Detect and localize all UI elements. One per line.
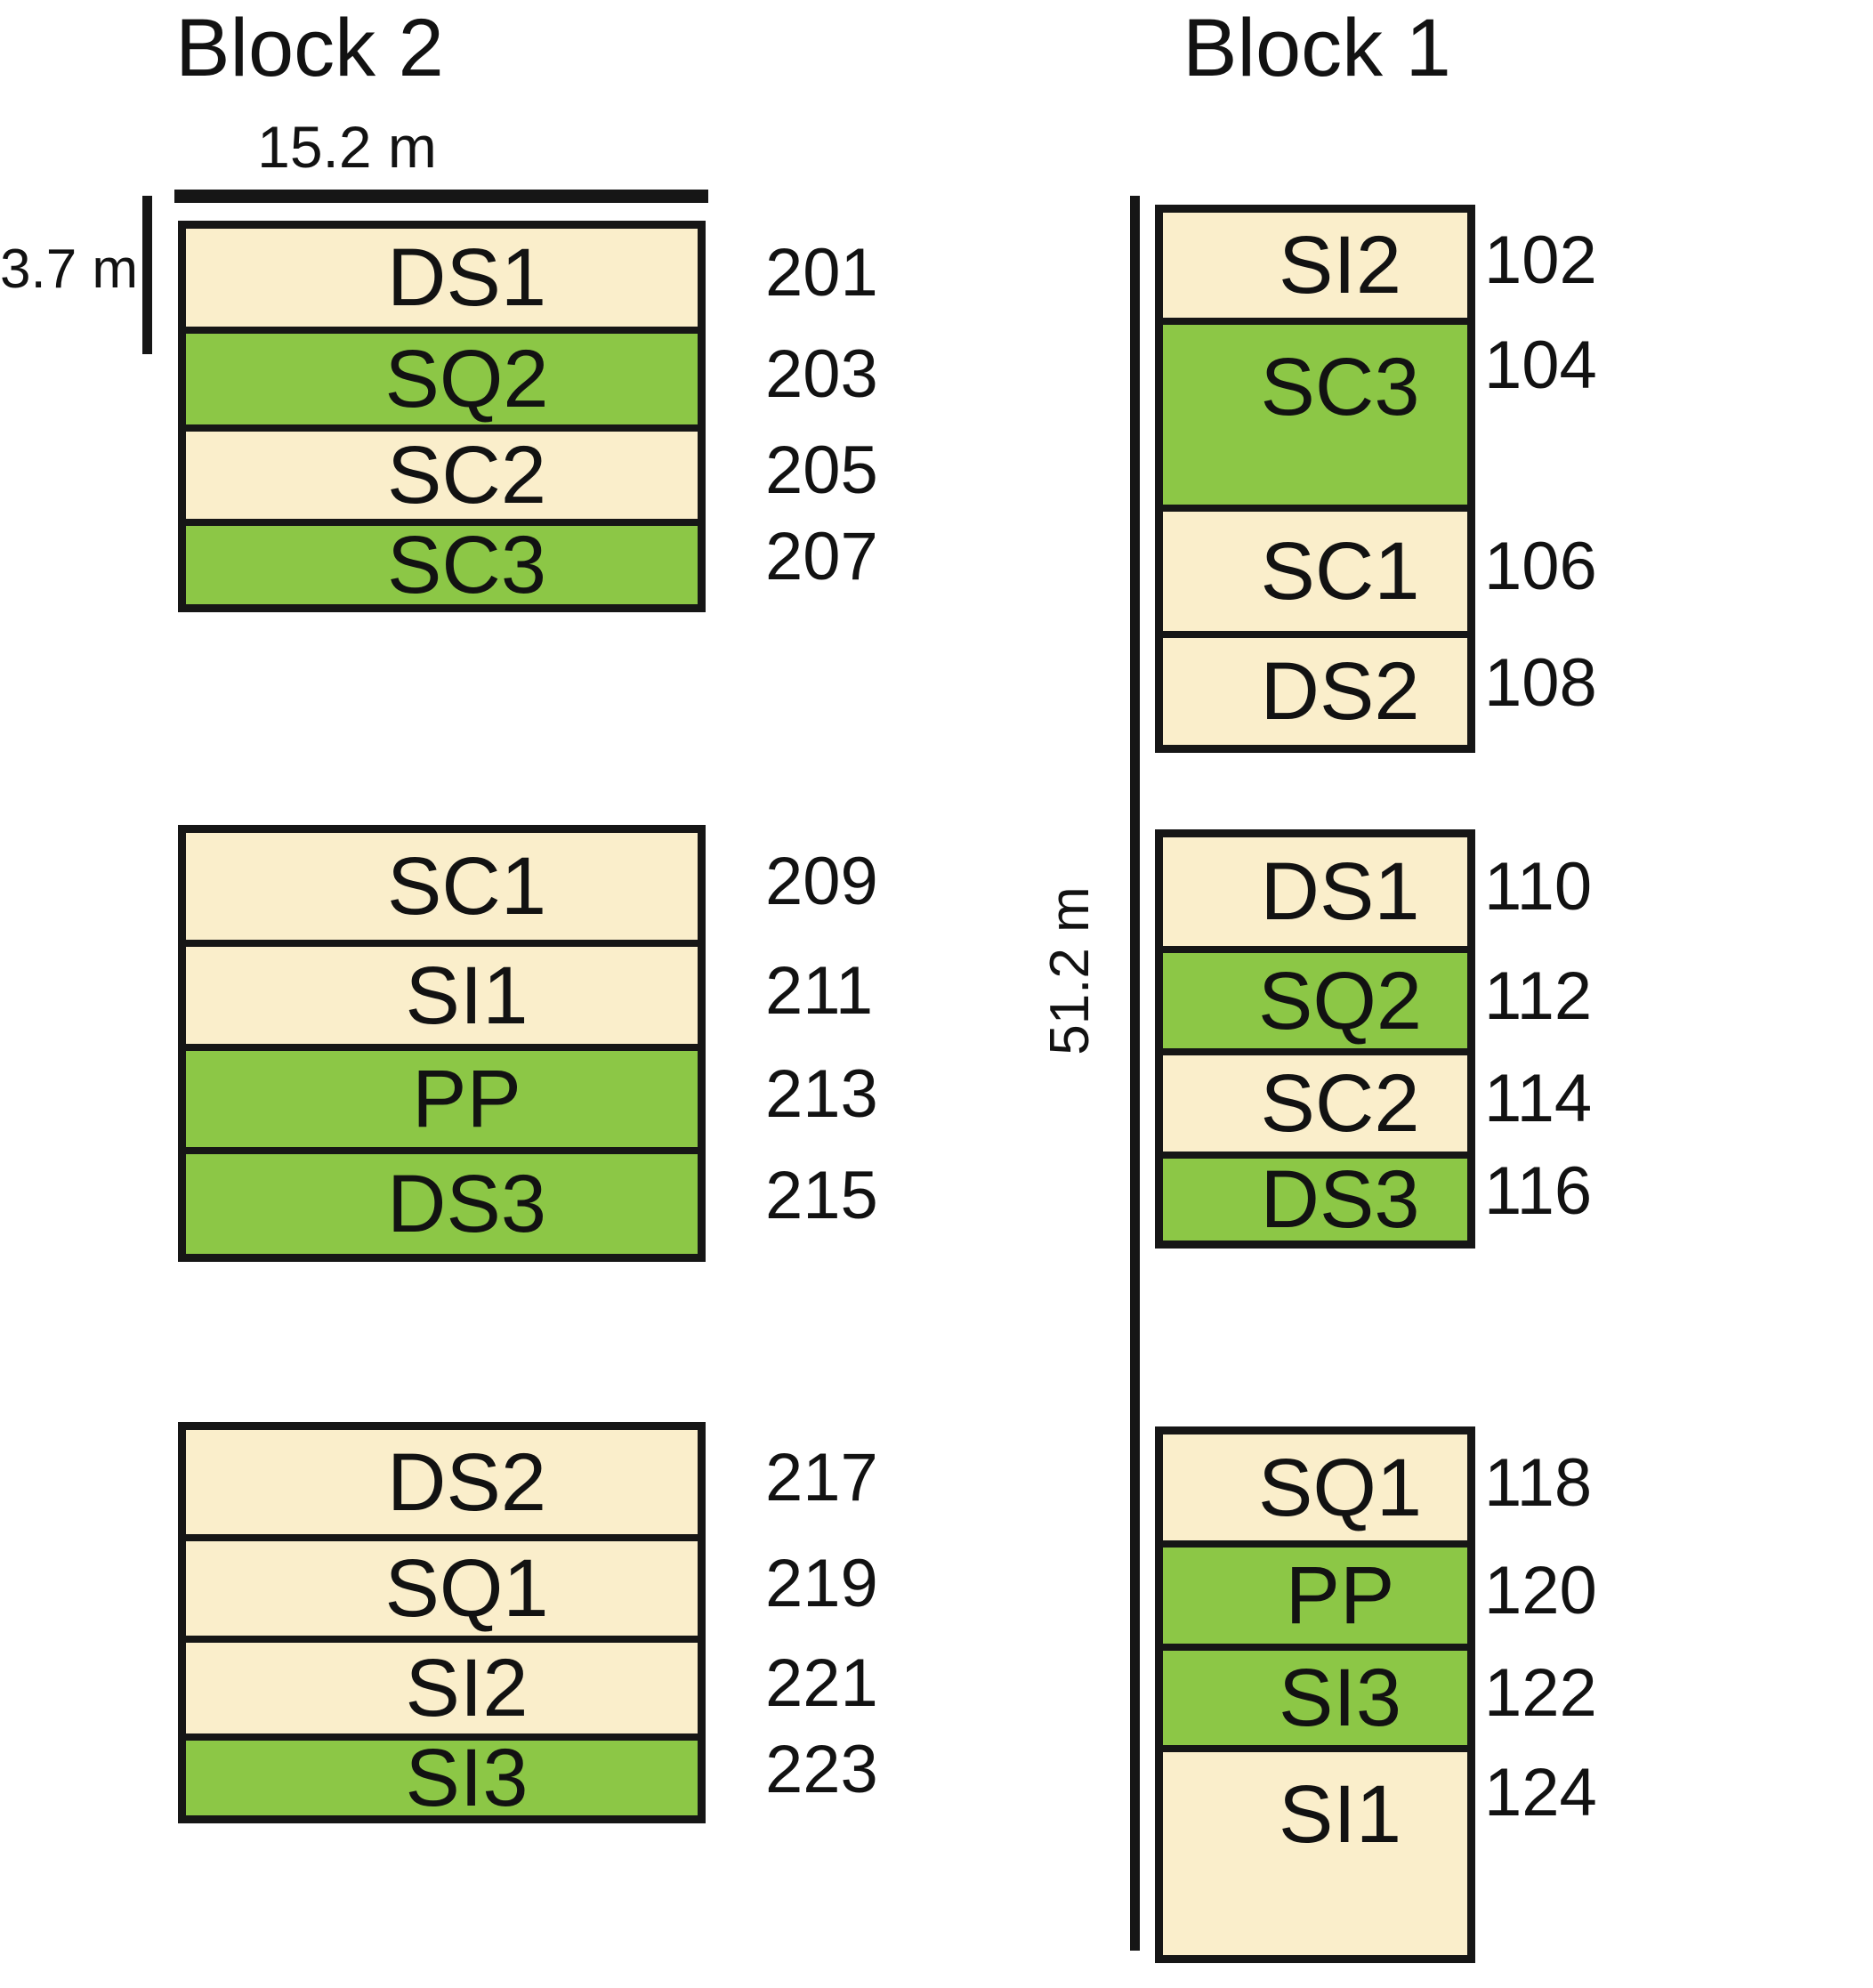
plot-code-label: DS2: [1260, 646, 1420, 737]
plot-number-211: 211: [765, 953, 874, 1029]
plot-row-sq1: SQ1: [1163, 1434, 1467, 1548]
plot-number-221: 221: [765, 1645, 878, 1721]
plot-row-pp: PP: [186, 1051, 698, 1154]
plot-number-217: 217: [765, 1440, 878, 1515]
plot-row-sc3: SC3: [1163, 325, 1467, 512]
plot-row-sc3: SC3: [186, 520, 698, 610]
plot-number-124: 124: [1484, 1755, 1597, 1830]
plot-code-label: SC2: [387, 430, 546, 521]
plot-code-label: PP: [412, 1054, 521, 1144]
plot-code-label: SI1: [1278, 1769, 1402, 1860]
plot-row-si3: SI3: [186, 1737, 698, 1819]
block-1-length-label: 51.2 m: [1039, 886, 1101, 1055]
plot-code-label: SC1: [1260, 526, 1420, 617]
plot-row-sq1: SQ1: [186, 1541, 698, 1643]
plot-row-sc2: SC2: [1163, 1055, 1467, 1159]
plot-number-205: 205: [765, 432, 878, 508]
plot-row-si3: SI3: [1163, 1651, 1467, 1752]
plot-code-label: DS3: [387, 1159, 546, 1249]
plot-number-223: 223: [765, 1732, 878, 1807]
plot-row-ds2: DS2: [186, 1430, 698, 1541]
plot-code-label: SQ1: [1257, 1442, 1423, 1533]
plot-number-203: 203: [765, 336, 878, 412]
plot-number-108: 108: [1484, 645, 1597, 721]
plot-code-label: DS3: [1260, 1154, 1420, 1245]
plot-code-label: SQ2: [1257, 955, 1423, 1047]
plot-row-sq2: SQ2: [186, 334, 698, 432]
plot-number-207: 207: [765, 519, 878, 594]
plot-code-label: SC1: [387, 841, 546, 932]
plot-code-label: SI3: [405, 1733, 529, 1823]
plot-code-label: SQ2: [384, 334, 549, 424]
plot-code-label: SC2: [1260, 1058, 1420, 1149]
plot-number-118: 118: [1484, 1445, 1593, 1521]
plot-row-si1: SI1: [1163, 1752, 1467, 1955]
plot-number-110: 110: [1484, 849, 1593, 925]
plot-row-ds3: DS3: [1163, 1159, 1467, 1240]
plot-number-116: 116: [1484, 1153, 1593, 1229]
plot-code-label: DS1: [387, 232, 546, 323]
plot-code-label: DS1: [1260, 846, 1420, 937]
plot-row-ds3: DS3: [186, 1154, 698, 1254]
plot-code-label: DS2: [387, 1436, 546, 1528]
plot-number-102: 102: [1484, 222, 1597, 298]
block-2-width-scale-bar: [174, 190, 708, 203]
plot-number-201: 201: [765, 235, 878, 311]
plot-row-sc2: SC2: [186, 432, 698, 526]
plot-number-114: 114: [1484, 1061, 1593, 1136]
plot-number-213: 213: [765, 1056, 878, 1132]
plot-row-si2: SI2: [186, 1643, 698, 1741]
block-2-width-label: 15.2 m: [257, 114, 437, 180]
plot-code-label: SI2: [405, 1643, 529, 1733]
plot-code-label: SI3: [1278, 1653, 1402, 1743]
plot-row-ds2: DS2: [1163, 638, 1467, 745]
block-2-height-scale-tick: [142, 196, 152, 354]
plot-row-sq2: SQ2: [1163, 953, 1467, 1055]
block-1-length-scale-line: [1130, 196, 1140, 1951]
plot-row-ds1: DS1: [186, 229, 698, 334]
plot-number-215: 215: [765, 1158, 878, 1233]
plot-row-pp: PP: [1163, 1548, 1467, 1651]
plot-number-209: 209: [765, 844, 878, 919]
plot-number-104: 104: [1484, 327, 1597, 403]
plot-row-si2: SI2: [1163, 213, 1467, 325]
block-2-title: Block 2: [175, 3, 444, 93]
plot-code-label: SI1: [405, 950, 529, 1041]
plot-row-sc1: SC1: [186, 833, 698, 947]
plot-code-label: PP: [1285, 1550, 1395, 1641]
plot-number-120: 120: [1484, 1553, 1597, 1628]
plot-code-label: SC3: [387, 520, 546, 610]
block-2-height-label: 3.7 m: [0, 238, 139, 300]
plot-code-label: SC3: [1260, 342, 1420, 432]
plot-number-219: 219: [765, 1546, 878, 1621]
plot-number-122: 122: [1484, 1655, 1597, 1731]
plot-code-label: SQ1: [384, 1543, 549, 1634]
block-1-title: Block 1: [1183, 3, 1451, 93]
plot-number-112: 112: [1484, 958, 1593, 1034]
plot-row-sc1: SC1: [1163, 512, 1467, 638]
plot-row-si1: SI1: [186, 947, 698, 1051]
plot-code-label: SI2: [1278, 220, 1402, 311]
plot-number-106: 106: [1484, 529, 1597, 604]
plot-row-ds1: DS1: [1163, 837, 1467, 953]
